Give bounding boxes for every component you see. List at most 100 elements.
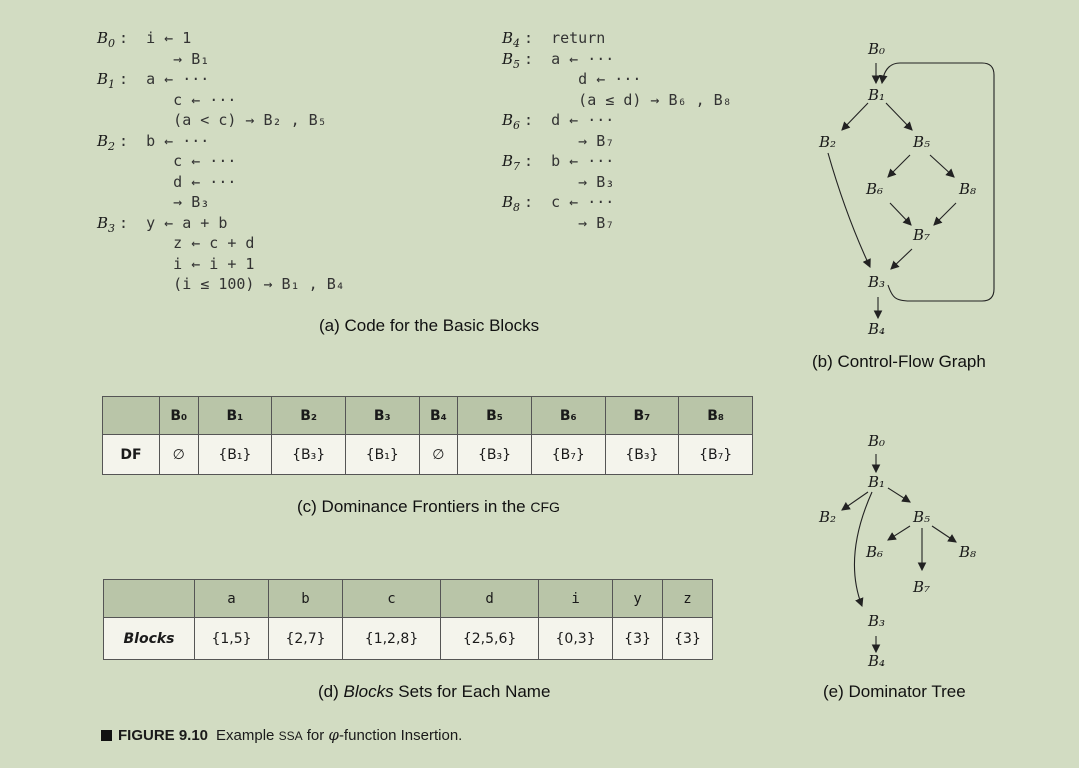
blocks-cell: {1,2,8} [341, 617, 442, 660]
code-right-line: → B₇ [502, 132, 614, 150]
code-text: : d ← ··· [524, 111, 615, 129]
code-text: d ← ··· [119, 172, 237, 191]
blocks-header-cell: i [538, 579, 614, 618]
blocks-cell: {3} [662, 617, 713, 660]
df-cell: {B₁} [344, 434, 420, 475]
code-text: (i ≤ 100) → B₁ , B₄ [119, 275, 345, 293]
code-left-line: i ← i + 1 [97, 255, 254, 273]
blocks-corner [103, 579, 195, 618]
blocks-header-cell: d [440, 579, 540, 618]
df-header-cell: B₁ [197, 396, 273, 435]
code-left-line: c ← ··· [97, 91, 236, 109]
block-label: B4 [502, 29, 521, 50]
code-text: : b ← ··· [119, 131, 210, 150]
code-right-line: B7: b ← ··· [502, 152, 614, 176]
blocks-cell: {1,5} [194, 617, 269, 660]
caption-d-italic: Blocks [343, 682, 394, 701]
figure-text-post: -function Insertion. [338, 727, 463, 744]
block-label: B6 [502, 111, 521, 132]
code-right-line: B5: a ← ··· [502, 50, 614, 74]
df-cell: ∅ [159, 434, 199, 475]
code-left-line: B3: y ← a + b [97, 214, 227, 238]
df-header-cell: B₄ [418, 396, 459, 435]
cfg-node-b0: B₀ [868, 40, 886, 58]
code-left-line: (i ≤ 100) → B₁ , B₄ [97, 275, 345, 293]
caption-d-post: Sets for Each Name [393, 682, 551, 701]
code-right-line: B4: return [502, 29, 605, 53]
figure-label: FIGURE 9.10 [118, 727, 209, 744]
figure-text-ssa: SSA [278, 729, 303, 743]
code-right-line: (a ≤ d) → B₆ , B₈ [502, 91, 732, 109]
dominator-tree [841, 454, 957, 654]
code-right-line: → B₃ [502, 173, 614, 191]
code-text: → B₃ [119, 193, 210, 211]
cfg-node-b2: B₂ [819, 133, 837, 151]
df-table: B₀ B₁ B₂ B₃ B₄ B₅ B₆ B₇ B₈ DF ∅ {B₁} {B₃… [102, 396, 753, 475]
caption-c: (c) Dominance Frontiers in the CFG [297, 497, 560, 517]
blocks-cell: {2,7} [268, 617, 343, 660]
df-cell: {B₃} [604, 434, 680, 475]
code-text: : a ← ··· [119, 70, 210, 88]
code-text: : i ← 1 [119, 29, 192, 47]
caption-a: (a) Code for the Basic Blocks [319, 316, 540, 335]
df-cell: {B₁} [197, 434, 273, 475]
df-cell: ∅ [418, 434, 459, 475]
blocks-table: a b c d i y z Blocks {1,5} {2,7} {1,2,8}… [103, 579, 713, 660]
block-label: B1 [97, 70, 116, 91]
block-label: B5 [502, 49, 521, 71]
blocks-header-cell: y [612, 579, 663, 618]
cfg-node-b6: B₆ [866, 180, 884, 198]
caption-d-pre: (d) [318, 682, 344, 701]
df-header-cell: B₀ [159, 396, 199, 435]
dom-node-b6: B₆ [866, 543, 884, 561]
df-cell: {B₃} [457, 434, 532, 475]
df-corner [102, 396, 160, 435]
code-left-line: (a < c) → B₂ , B₅ [97, 111, 327, 129]
caption-c-cfg: CFG [530, 499, 560, 515]
code-text: : y ← a + b [119, 213, 228, 232]
df-cell: {B₇} [530, 434, 606, 475]
caption-c-text: (c) Dominance Frontiers in the [297, 497, 531, 516]
code-text: → B₇ [524, 131, 615, 150]
block-label: B3 [97, 213, 116, 235]
blocks-cell: {0,3} [538, 617, 614, 660]
dom-node-b7: B₇ [913, 578, 931, 596]
code-text: → B₁ [119, 49, 210, 68]
df-row-label: DF [102, 434, 160, 475]
dom-node-b0: B₀ [868, 432, 886, 450]
code-left-line: z ← c + d [97, 234, 254, 252]
df-cell: {B₇} [678, 434, 753, 475]
blocks-header-cell: a [194, 579, 269, 618]
code-text: z ← c + d [119, 234, 255, 252]
caption-b: (b) Control-Flow Graph [812, 352, 986, 371]
df-header-cell: B₇ [604, 396, 680, 435]
df-header-cell: B₈ [678, 396, 753, 435]
df-header-cell: B₅ [457, 396, 532, 435]
code-text: → B₃ [524, 172, 615, 191]
cfg-node-b8: B₈ [959, 180, 977, 198]
code-left-line: → B₁ [97, 50, 209, 68]
code-right-line: B6: d ← ··· [502, 111, 614, 135]
figure-phi: φ [328, 726, 339, 744]
code-text: d ← ··· [524, 70, 642, 88]
cfg-node-b3: B₃ [868, 273, 886, 291]
block-label: B7 [502, 152, 521, 173]
df-header-cell: B₂ [271, 396, 346, 435]
caption-d: (d) Blocks Sets for Each Name [318, 682, 550, 702]
code-right-line: → B₇ [502, 214, 614, 232]
figure-square-icon [101, 730, 112, 741]
code-left-line: d ← ··· [97, 173, 236, 191]
code-text: : a ← ··· [524, 49, 615, 68]
code-left-line: B0: i ← 1 [97, 29, 191, 53]
code-right-line: B8: c ← ··· [502, 193, 614, 217]
df-cell: {B₃} [271, 434, 346, 475]
cfg-graph [827, 62, 995, 320]
code-text: (a ≤ d) → B₆ , B₈ [524, 90, 732, 109]
caption-e: (e) Dominator Tree [823, 682, 966, 701]
code-left-line: c ← ··· [97, 152, 236, 170]
block-label: B0 [97, 29, 116, 50]
dom-node-b5: B₅ [913, 508, 931, 526]
figure-text-pre: Example [216, 727, 279, 744]
